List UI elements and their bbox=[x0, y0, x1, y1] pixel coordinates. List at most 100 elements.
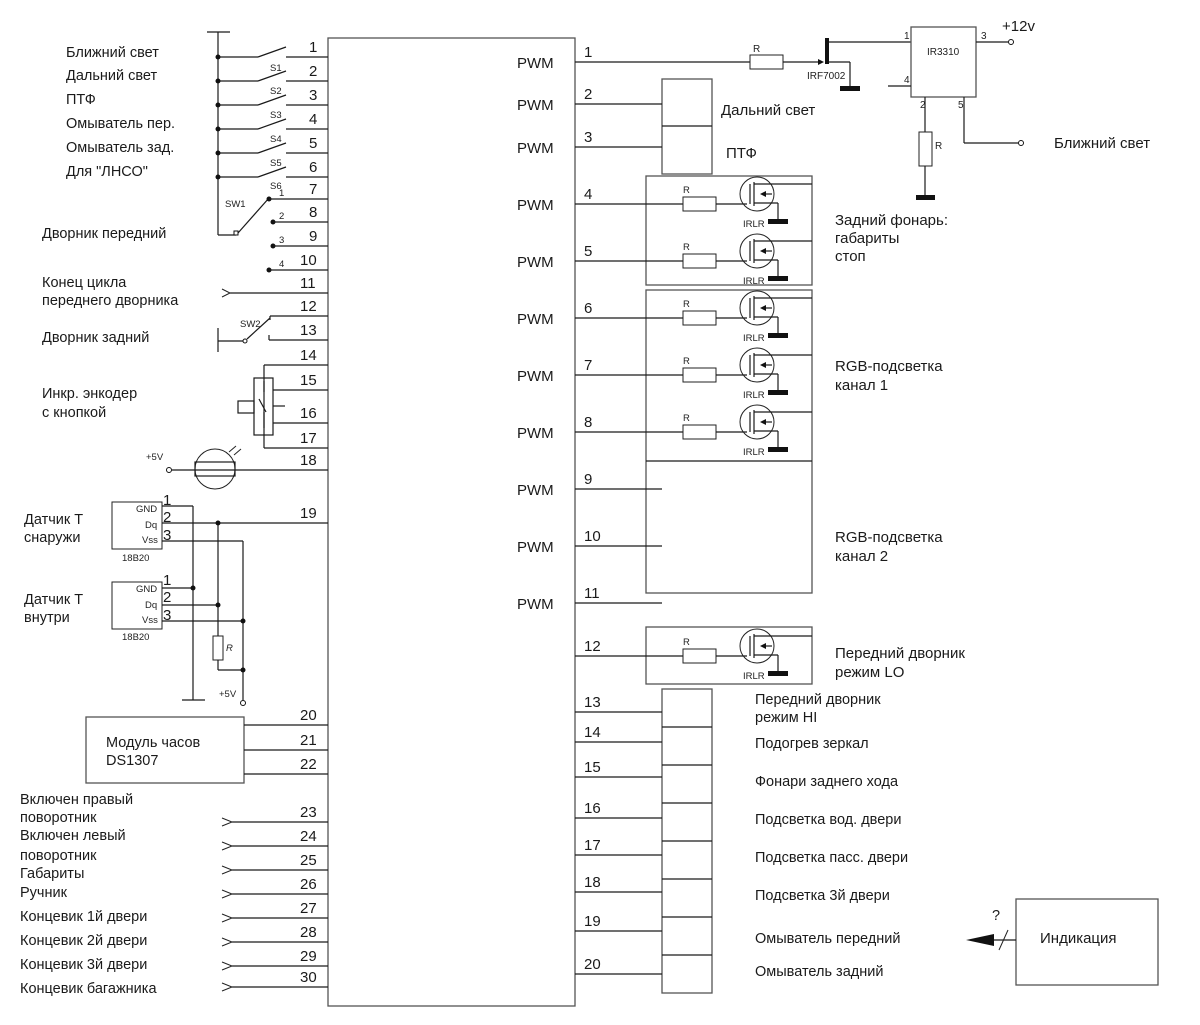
label-low-beam: Ближний свет bbox=[66, 45, 159, 61]
label-high-beam-out: Дальний свет bbox=[721, 102, 815, 119]
label-rgb2-1: RGB-подсветка bbox=[835, 529, 943, 546]
left-pin-number: 13 bbox=[300, 322, 317, 339]
label-tail-1: Задний фонарь: bbox=[835, 212, 948, 229]
input-arrow bbox=[221, 961, 234, 971]
bus-width-unknown: ? bbox=[992, 908, 1000, 924]
left-pin-number: 11 bbox=[300, 275, 316, 292]
input-arrow bbox=[221, 817, 234, 827]
left-pin-number: 10 bbox=[300, 252, 317, 269]
sensor1-dq: Dq bbox=[145, 520, 157, 531]
ic-pin-5: 5 bbox=[958, 100, 964, 111]
left-pin-number: 20 bbox=[300, 707, 317, 724]
mosfet-label: IRLR bbox=[743, 333, 765, 344]
sensor2-pin-3: 3 bbox=[163, 607, 171, 624]
switch-contact bbox=[257, 118, 287, 130]
left-pin-number: 24 bbox=[300, 828, 317, 845]
input-label-6: Концевик 1й двери bbox=[20, 909, 147, 925]
ic-name: IR3310 bbox=[927, 47, 960, 58]
label-sensor-out-2: снаружи bbox=[24, 530, 80, 546]
left-pin-number: 21 bbox=[300, 732, 317, 749]
switch-bank bbox=[207, 31, 328, 236]
relay-label-5: Подсветка пасс. двери bbox=[755, 850, 908, 866]
mosfet-irlr: R IRLR bbox=[575, 233, 812, 287]
input-arrow bbox=[221, 937, 234, 947]
left-pin-number: 29 bbox=[300, 948, 317, 965]
pwm-label: PWM bbox=[517, 596, 554, 613]
label-wiper-lo-1: Передний дворник bbox=[835, 645, 965, 662]
label-wiper-rear: Дворник задний bbox=[42, 330, 149, 346]
right-pin-number: 19 bbox=[584, 913, 601, 930]
left-pin-number: 22 bbox=[300, 756, 317, 773]
label-rgb2-2: канал 2 bbox=[835, 548, 888, 565]
encoder bbox=[237, 364, 328, 449]
ic-pin-1: 1 bbox=[904, 31, 910, 42]
ic-pin-4: 4 bbox=[904, 75, 910, 86]
left-pin-number: 15 bbox=[300, 372, 317, 389]
pwm-label: PWM bbox=[517, 97, 554, 114]
temp-sensor-inside bbox=[111, 581, 243, 630]
ic-ir3310 bbox=[910, 26, 977, 98]
bus-arrow-icon bbox=[966, 934, 994, 946]
left-pin-number: 26 bbox=[300, 876, 317, 893]
resistor-label: R bbox=[683, 242, 690, 253]
label-fog: ПТФ bbox=[66, 92, 96, 108]
label-sensor-in-1: Датчик Т bbox=[24, 592, 83, 608]
left-pin-number: 17 bbox=[300, 430, 317, 447]
photo-supply: +5V bbox=[146, 452, 164, 463]
input-label-0: Включен правый bbox=[20, 792, 133, 808]
left-pin-number: 14 bbox=[300, 347, 317, 364]
pwm-label: PWM bbox=[517, 539, 554, 556]
label-fog-out: ПТФ bbox=[726, 145, 757, 162]
pwm-label: PWM bbox=[517, 254, 554, 271]
switch-contact bbox=[257, 94, 287, 106]
right-pin-number: 16 bbox=[584, 800, 601, 817]
label-rgb1-2: канал 1 bbox=[835, 377, 888, 394]
relay-label-8: Омыватель задний bbox=[755, 964, 883, 980]
switch-s2: S2 bbox=[270, 86, 282, 97]
sensor1-gnd: GND bbox=[136, 504, 157, 515]
r-label: R bbox=[753, 44, 760, 55]
label-rgb1-1: RGB-подсветка bbox=[835, 358, 943, 375]
left-pin-number: 19 bbox=[300, 505, 317, 522]
pwm-label: PWM bbox=[517, 482, 554, 499]
sensor2-pin-1: 1 bbox=[163, 572, 171, 589]
label-lnso: Для "ЛНСО" bbox=[66, 164, 148, 180]
indication-block bbox=[1015, 898, 1159, 986]
resistor-label: R bbox=[683, 413, 690, 424]
sw1-pos-3: 3 bbox=[279, 235, 284, 246]
switch-s1: S1 bbox=[270, 63, 282, 74]
relay-label-2: Подогрев зеркал bbox=[755, 736, 869, 752]
pwm-label: PWM bbox=[517, 197, 554, 214]
label-sensor-in-2: внутри bbox=[24, 610, 70, 626]
relay-label-0: Передний дворник bbox=[755, 692, 881, 708]
left-pin-number: 25 bbox=[300, 852, 317, 869]
left-pin-number: 8 bbox=[309, 204, 317, 221]
switch-contact bbox=[257, 46, 287, 58]
left-pin-number: 4 bbox=[309, 111, 317, 128]
input-label-2: Включен левый bbox=[20, 828, 126, 844]
sensor1-vss: Vss bbox=[142, 535, 158, 546]
mosfet-label: IRLR bbox=[743, 276, 765, 287]
right-pin-number: 5 bbox=[584, 243, 592, 260]
clock-label-2: DS1307 bbox=[106, 753, 158, 769]
input-label-3: поворотник bbox=[20, 848, 97, 864]
left-pin-number: 16 bbox=[300, 405, 317, 422]
input-label-5: Ручник bbox=[20, 885, 68, 901]
right-pin-number: 9 bbox=[584, 471, 592, 488]
input-arrow bbox=[221, 288, 232, 298]
ic-pin-3: 3 bbox=[981, 31, 987, 42]
left-pin-number: 5 bbox=[309, 135, 317, 152]
right-pin-number: 18 bbox=[584, 874, 601, 891]
input-label-8: Концевик 3й двери bbox=[20, 957, 147, 973]
relay-label-4: Подсветка вод. двери bbox=[755, 812, 901, 828]
relay-label-7: Омыватель передний bbox=[755, 931, 900, 947]
right-pin-number: 7 bbox=[584, 357, 592, 374]
switch-contact bbox=[257, 142, 287, 154]
right-pin-number: 15 bbox=[584, 759, 601, 776]
mosfet-label: IRLR bbox=[743, 671, 765, 682]
pwm-label: PWM bbox=[517, 140, 554, 157]
